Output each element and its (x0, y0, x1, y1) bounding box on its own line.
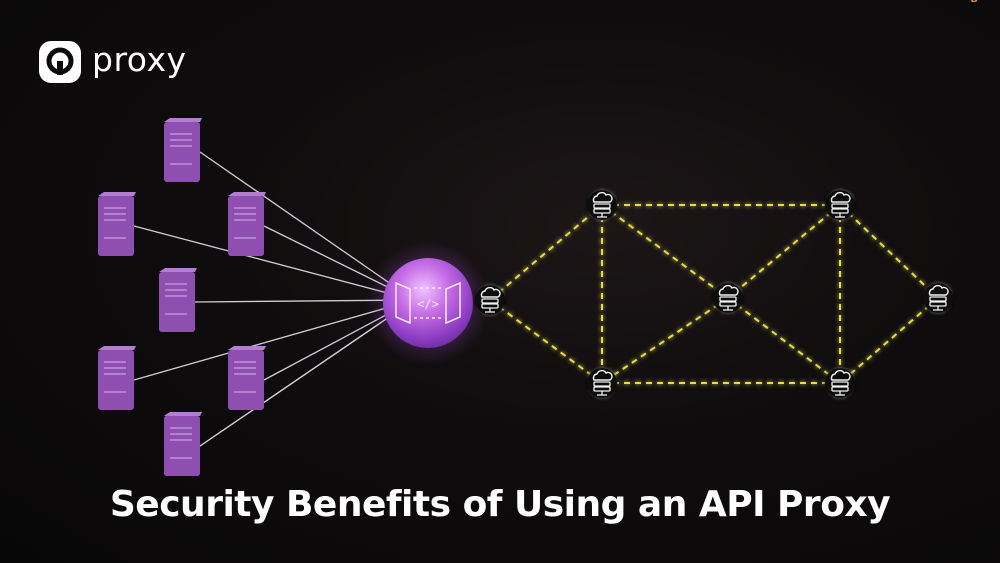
cloud-server-icon (587, 368, 617, 398)
client-servers (98, 118, 266, 476)
network-link (839, 204, 939, 299)
network-link (601, 204, 729, 299)
proxy-logo-icon (39, 41, 81, 83)
network-link (489, 299, 603, 384)
network-nodes (475, 190, 953, 398)
network-link (839, 297, 939, 384)
network-link (727, 204, 841, 299)
cloud-server-icon (923, 283, 953, 313)
server-tower-icon (164, 118, 202, 182)
corner-mark: B (970, 0, 978, 5)
network-link (489, 204, 603, 301)
server-tower-icon (159, 268, 197, 332)
cloud-server-icon (825, 190, 855, 220)
cloud-server-icon (475, 285, 505, 315)
brand-name: proxy (92, 40, 187, 79)
gateway-code-label: </> (417, 297, 439, 311)
brand-logo: proxy (38, 40, 187, 84)
server-tower-icon (164, 412, 202, 476)
server-tower-icon (98, 192, 136, 256)
cloud-server-icon (713, 283, 743, 313)
page-title: Security Benefits of Using an API Proxy (109, 484, 891, 525)
server-tower-icon (98, 346, 136, 410)
server-tower-icon (228, 346, 266, 410)
cloud-server-icon (825, 368, 855, 398)
network-link (601, 297, 729, 384)
network-links (489, 204, 939, 384)
network-link (727, 297, 841, 384)
server-tower-icon (228, 192, 266, 256)
api-proxy-gateway-icon: </> (366, 241, 490, 365)
client-link (133, 225, 415, 301)
cloud-server-icon (587, 190, 617, 220)
